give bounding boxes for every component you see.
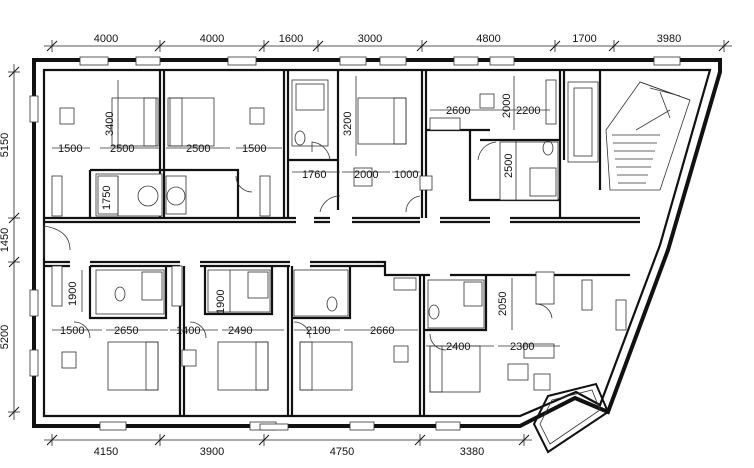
room-dimension-ticks: [52, 76, 560, 347]
dimension-line-left: 5150 1450 5200: [0, 64, 20, 420]
dim-label: 2100: [306, 325, 330, 337]
dim-label: 2500: [503, 154, 515, 178]
interior-doors: [73, 141, 553, 351]
dimension-label: 4000: [200, 33, 224, 45]
dim-label: 1500: [60, 325, 84, 337]
dim-label: 1900: [67, 282, 79, 306]
dim-label: 2300: [510, 341, 534, 353]
dimension-label: 4000: [94, 33, 118, 45]
dimension-label: 5150: [0, 133, 11, 157]
dimension-label: 3000: [358, 33, 382, 45]
dim-label: 2200: [516, 105, 540, 117]
lower-partitions: [88, 266, 488, 416]
dim-label: 3400: [104, 112, 116, 136]
dimension-label: 5200: [0, 325, 11, 349]
dimension-label: 3900: [200, 446, 224, 458]
dim-label: 2000: [501, 94, 513, 118]
dim-label: 2660: [370, 325, 394, 337]
corridor-wall-lower: [44, 260, 630, 277]
exterior-wall-inner: [42, 68, 712, 418]
dim-label: 2400: [446, 341, 470, 353]
balcony: [532, 382, 610, 454]
dimension-label: 3380: [460, 446, 484, 458]
dimension-line-top: 4000 4000 1600 3000 4800 1700 3980: [44, 33, 732, 52]
dimension-label: 1450: [0, 228, 11, 252]
windows: [29, 56, 681, 431]
beds: [107, 97, 481, 393]
dim-label: 1750: [101, 186, 113, 210]
dimension-label: 1600: [279, 33, 303, 45]
dimension-label: 4150: [94, 446, 118, 458]
dim-label: 1400: [176, 325, 200, 337]
dim-label: 1760: [302, 169, 326, 181]
stair-block: [567, 81, 691, 191]
dim-label: 2600: [446, 105, 470, 117]
dim-label: 1000: [394, 169, 418, 181]
upper-partitions: [88, 70, 602, 218]
dim-label: 2000: [354, 169, 378, 181]
desks-chairs: [59, 93, 555, 391]
dimension-label: 4800: [476, 33, 500, 45]
dim-label: 1900: [215, 290, 227, 314]
dim-label: 1500: [242, 143, 266, 155]
entry-door: [43, 225, 71, 258]
dim-label: 2500: [186, 143, 210, 155]
dim-label: 2050: [497, 292, 509, 316]
dim-label: 3200: [342, 112, 354, 136]
dim-label: 2650: [114, 325, 138, 337]
dimension-line-bottom: 4150 3900 4750 3380: [44, 434, 532, 458]
dim-label: 2500: [110, 143, 134, 155]
dimension-label: 4750: [330, 446, 354, 458]
dimension-label: 1700: [572, 33, 596, 45]
bathrooms: [95, 79, 559, 329]
dim-label: 2490: [228, 325, 252, 337]
dim-label: 1500: [58, 143, 82, 155]
dimension-label: 3980: [657, 33, 681, 45]
